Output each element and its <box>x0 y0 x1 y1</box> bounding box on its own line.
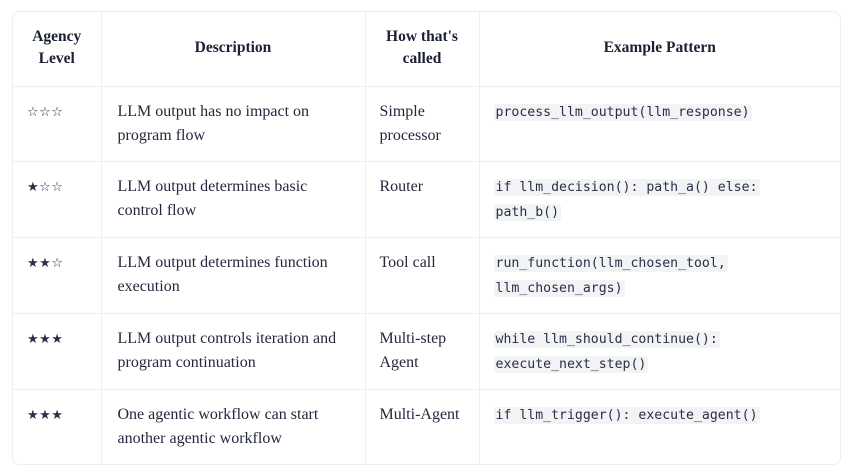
cell-example-pattern: run_function(llm_chosen_tool, llm_chosen… <box>479 237 840 314</box>
cell-description: LLM output determines function execution <box>101 237 366 314</box>
cell-description: One agentic workflow can start another a… <box>101 389 366 464</box>
cell-description: LLM output controls iteration and progra… <box>101 313 366 390</box>
column-header-agency-level: Agency Level <box>13 12 102 87</box>
called-text: Simple processor <box>379 103 441 144</box>
star-rating-icon: ★★★ <box>27 332 64 347</box>
star-rating-icon: ★★★ <box>27 408 64 423</box>
cell-how-thats-called: Simple processor <box>365 86 480 162</box>
cell-agency-level: ★☆☆ <box>13 161 102 238</box>
cell-how-thats-called: Multi-step Agent <box>365 313 480 390</box>
code-snippet: while llm_should_continue(): execute_nex… <box>493 331 720 373</box>
column-header-how-thats-called: How that's called <box>365 12 480 87</box>
star-rating-icon: ☆☆☆ <box>27 105 64 120</box>
code-snippet: if llm_decision(): path_a() else: path_b… <box>493 179 760 221</box>
star-rating-icon: ★☆☆ <box>27 180 64 195</box>
cell-example-pattern: while llm_should_continue(): execute_nex… <box>479 313 840 390</box>
cell-agency-level: ☆☆☆ <box>13 86 102 162</box>
table-header: Agency Level Description How that's call… <box>13 12 840 87</box>
code-snippet: run_function(llm_chosen_tool, llm_chosen… <box>493 255 728 297</box>
agency-levels-table: Agency Level Description How that's call… <box>13 12 840 464</box>
table-row: ★★★ LLM output controls iteration and pr… <box>13 313 840 390</box>
cell-how-thats-called: Router <box>365 161 480 238</box>
cell-description: LLM output has no impact on program flow <box>101 86 366 162</box>
cell-example-pattern: if llm_decision(): path_a() else: path_b… <box>479 161 840 238</box>
cell-agency-level: ★★★ <box>13 389 102 464</box>
cell-example-pattern: if llm_trigger(): execute_agent() <box>479 390 840 465</box>
table-row: ★★★ One agentic workflow can start anoth… <box>13 389 840 465</box>
cell-example-pattern: process_llm_output(llm_response) <box>479 86 840 162</box>
description-text: LLM output controls iteration and progra… <box>117 330 337 371</box>
called-text: Multi-step Agent <box>379 330 447 371</box>
called-text: Router <box>379 178 424 195</box>
cell-how-thats-called: Multi-Agent <box>365 389 480 464</box>
cell-agency-level: ★★★ <box>13 313 102 390</box>
table-row: ★★☆ LLM output determines function execu… <box>13 237 840 314</box>
description-text: LLM output determines basic control flow <box>117 178 308 219</box>
table-header-row: Agency Level Description How that's call… <box>13 12 840 87</box>
agency-levels-table-container: Agency Level Description How that's call… <box>12 11 841 465</box>
description-text: One agentic workflow can start another a… <box>117 406 319 447</box>
cell-how-thats-called: Tool call <box>365 237 480 314</box>
column-header-example-pattern: Example Pattern <box>479 12 840 87</box>
star-rating-icon: ★★☆ <box>27 256 64 271</box>
description-text: LLM output has no impact on program flow <box>117 103 310 144</box>
cell-description: LLM output determines basic control flow <box>101 161 366 238</box>
table-row: ★☆☆ LLM output determines basic control … <box>13 161 840 238</box>
table-body: ☆☆☆ LLM output has no impact on program … <box>13 86 840 465</box>
description-text: LLM output determines function execution <box>117 254 328 295</box>
called-text: Multi-Agent <box>379 406 460 423</box>
called-text: Tool call <box>379 254 436 271</box>
code-snippet: process_llm_output(llm_response) <box>493 104 752 121</box>
column-header-description: Description <box>101 12 366 87</box>
cell-agency-level: ★★☆ <box>13 237 102 314</box>
table-row: ☆☆☆ LLM output has no impact on program … <box>13 86 840 162</box>
